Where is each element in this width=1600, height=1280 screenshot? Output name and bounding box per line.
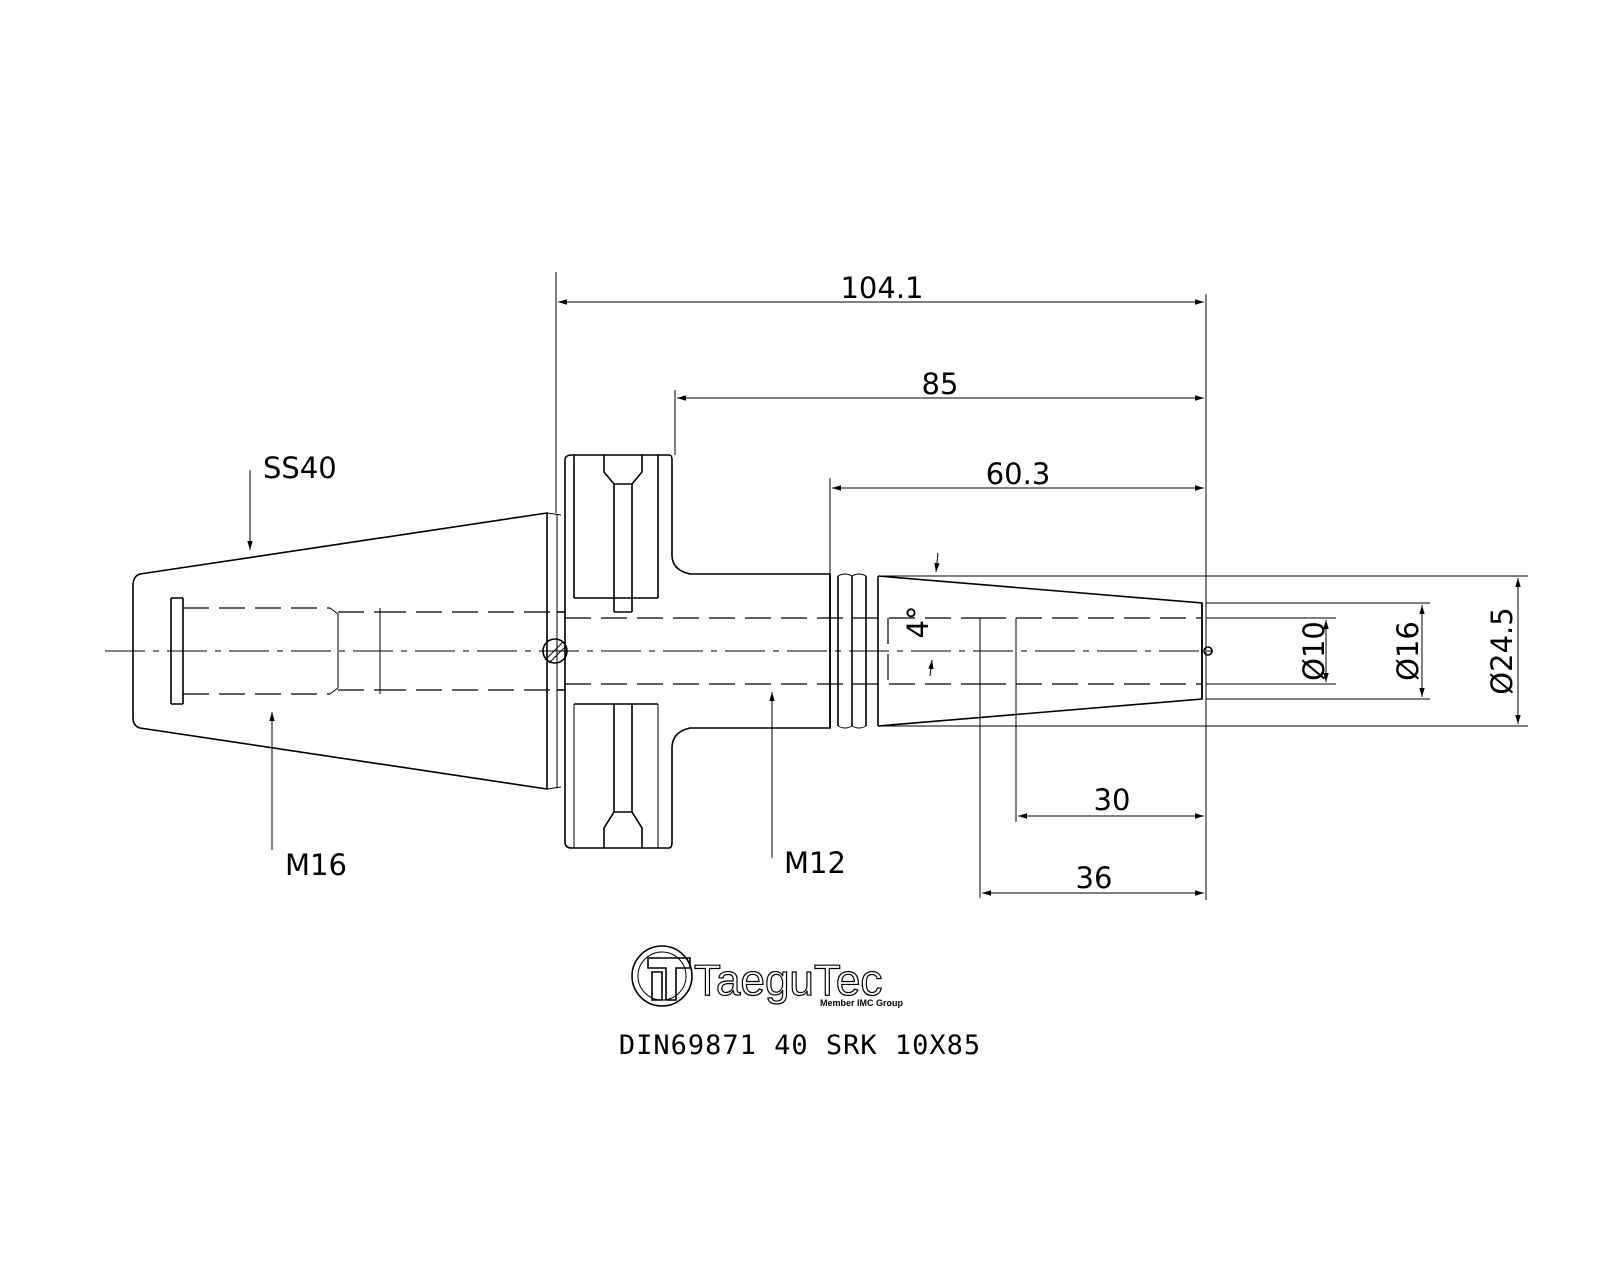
- dim-taper-angle: 4°: [901, 606, 935, 639]
- logo-sub-text: Member IMC Group: [820, 998, 904, 1008]
- dim-dia-24-5: Ø24.5: [1485, 607, 1519, 694]
- dim-length-36: 36: [1076, 861, 1113, 895]
- flange: [564, 454, 831, 849]
- drawing-title: DIN69871 40 SRK 10X85: [618, 1030, 982, 1061]
- hidden-lines: [183, 607, 1202, 695]
- taegutec-logo: TaeguTec Member IMC Group: [631, 945, 904, 1008]
- dim-overall-length: 104.1: [840, 271, 923, 305]
- dimensions: 104.1 85 60.3 30 36 Ø10 Ø16 Ø24.5 4°: [555, 271, 1528, 900]
- dim-dia-16: Ø16: [1391, 621, 1425, 681]
- dim-length-30: 30: [1094, 783, 1131, 817]
- leader-labels: SS40 M16 M12: [247, 451, 846, 882]
- logo-brand-text: TaeguTec: [694, 956, 882, 1005]
- label-m16: M16: [285, 848, 347, 882]
- label-m12: M12: [784, 846, 846, 880]
- dim-length-60-3: 60.3: [986, 457, 1051, 491]
- tool-holder-outline: [132, 454, 1213, 849]
- dim-length-85: 85: [922, 367, 959, 401]
- label-ss40: SS40: [263, 451, 337, 485]
- dim-dia-10: Ø10: [1297, 621, 1331, 681]
- taper-shank: [132, 512, 548, 790]
